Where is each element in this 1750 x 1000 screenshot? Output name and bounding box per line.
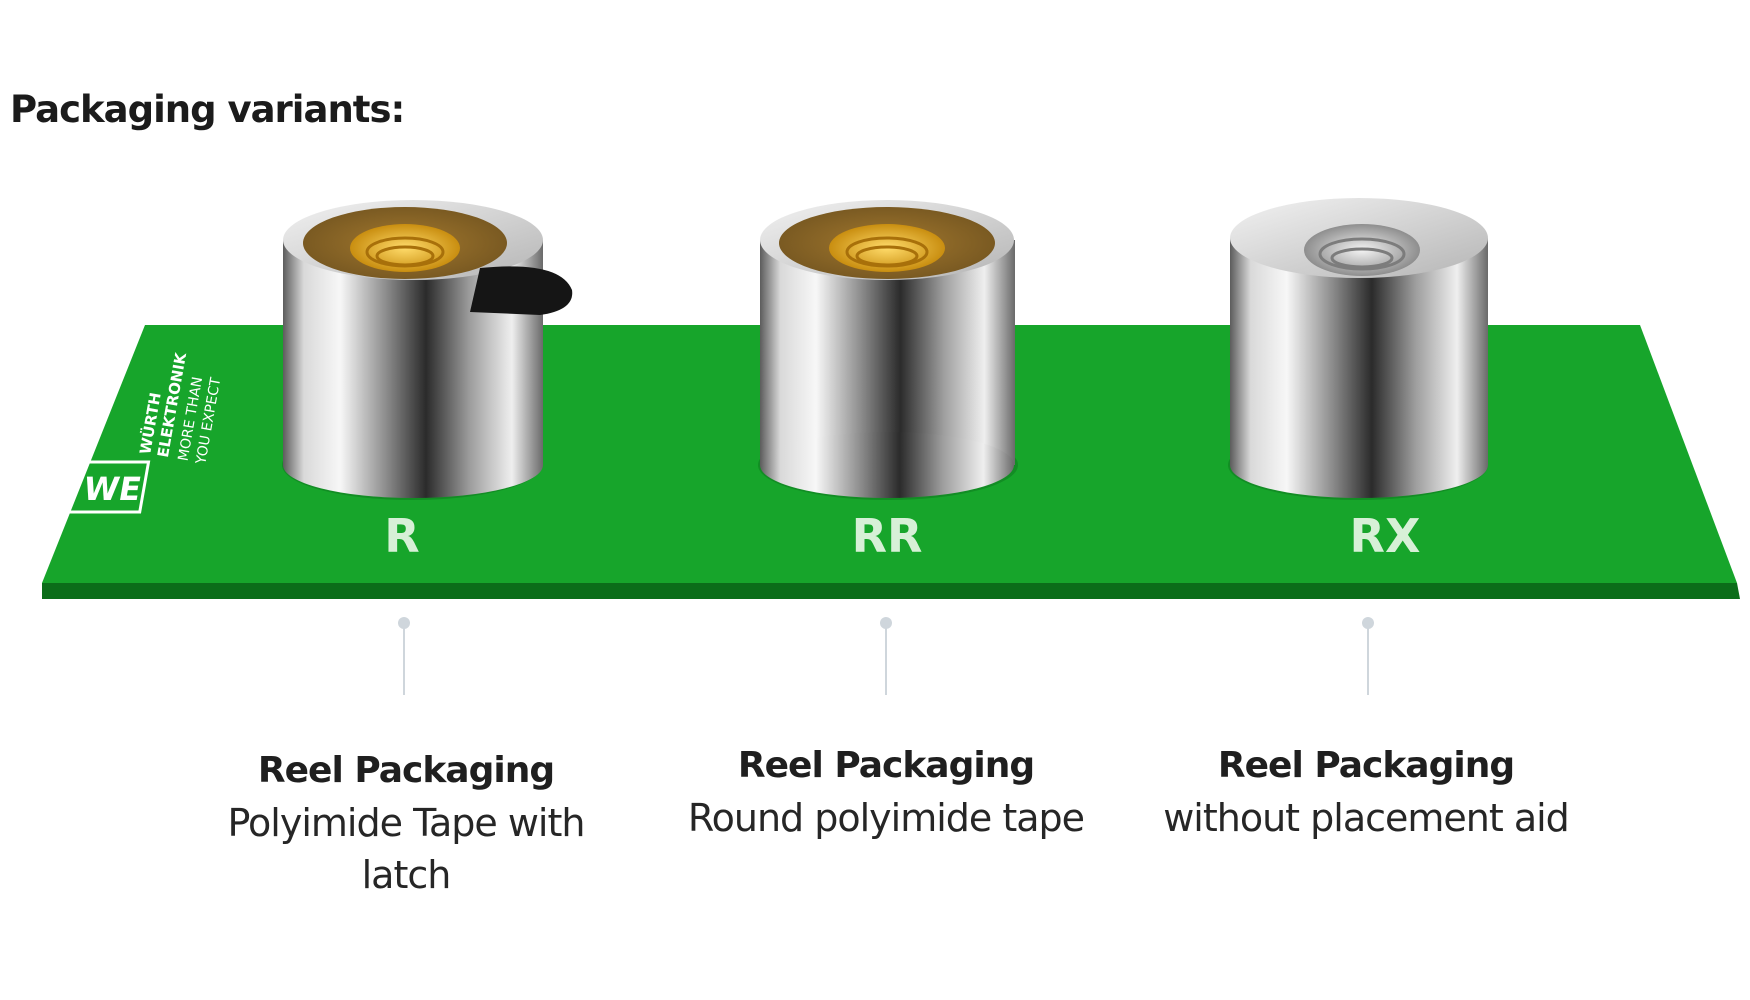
page-title: Packaging variants:: [10, 88, 405, 131]
variant-code-rx: RX: [1350, 509, 1421, 563]
variant-code-r: R: [384, 509, 419, 563]
callout-title: Reel Packaging: [257, 750, 555, 791]
spacer-rr: [758, 200, 1018, 500]
callout-title: Reel Packaging: [1217, 745, 1515, 786]
spacer-rx: [1228, 198, 1488, 500]
callout-pointer-rr: [880, 617, 892, 695]
callout-description: Polyimide Tape with latch: [227, 801, 586, 897]
logo-mark: WE: [80, 470, 144, 508]
callout-title: Reel Packaging: [737, 745, 1035, 786]
callout-description: without placement aid: [1163, 796, 1570, 840]
callout-description: Round polyimide tape: [687, 796, 1085, 840]
variant-code-rr: RR: [852, 509, 923, 563]
callout-pointer-rx: [1362, 617, 1374, 695]
callout-rr: Reel Packaging Round polyimide tape: [676, 740, 1096, 844]
spacer-r: [282, 200, 573, 500]
callout-r: Reel Packaging Polyimide Tape with latch: [196, 745, 616, 901]
tape-latch: [470, 266, 573, 315]
callout-rx: Reel Packaging without placement aid: [1156, 740, 1576, 844]
callout-pointer-r: [398, 617, 410, 695]
